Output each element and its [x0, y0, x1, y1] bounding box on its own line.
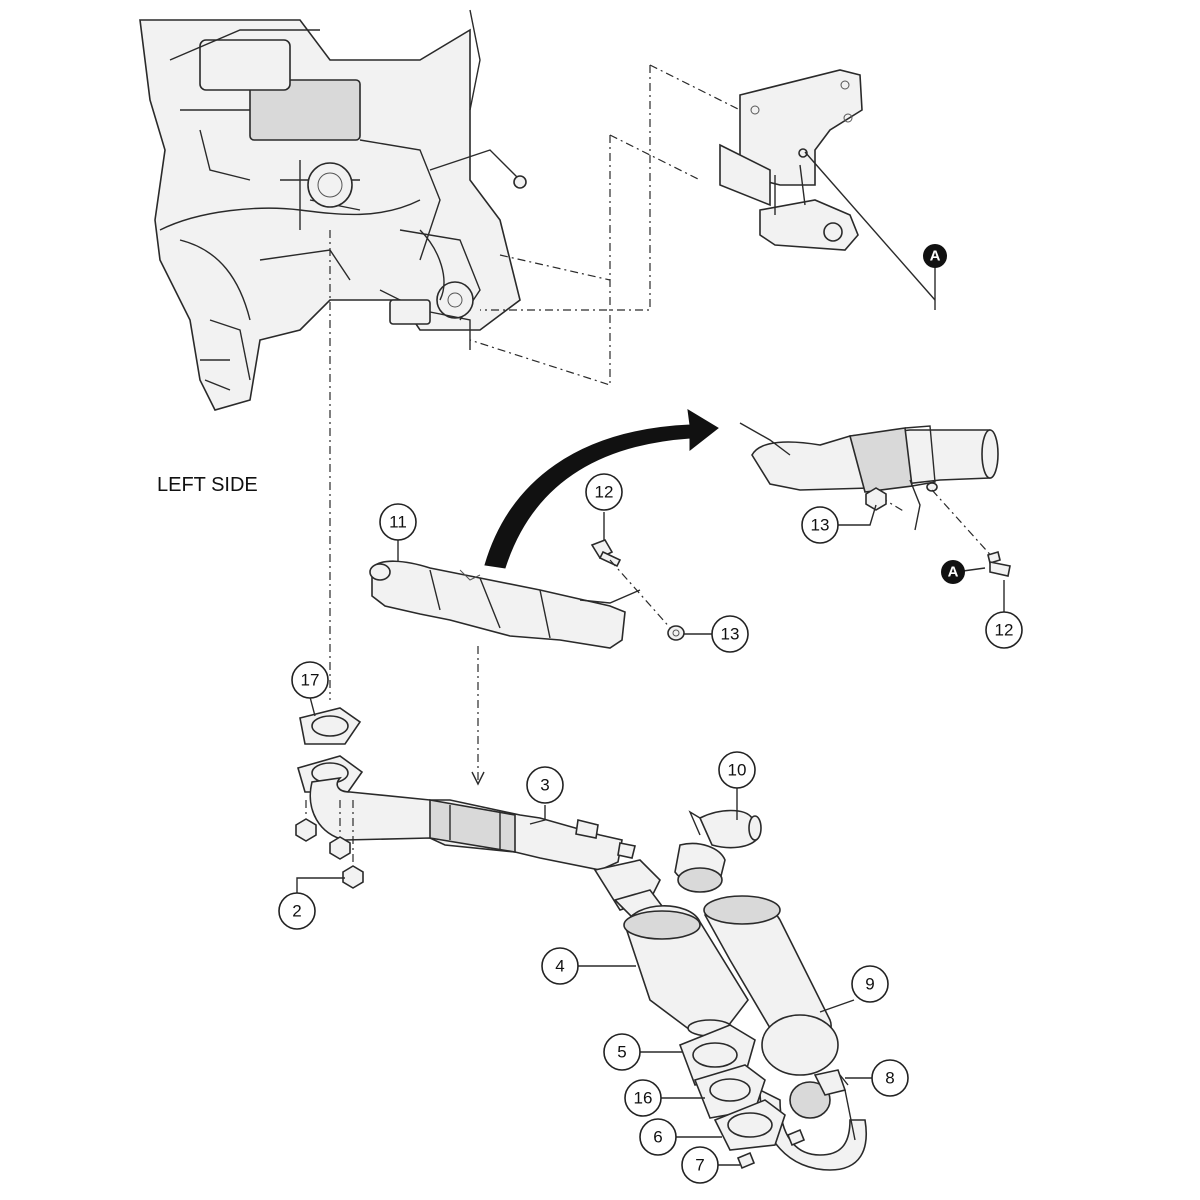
- svg-text:3: 3: [540, 776, 549, 795]
- leader-lines: [296, 504, 1005, 1166]
- shield-detail-view: [739, 422, 999, 531]
- callout-17: 17: [291, 661, 329, 699]
- svg-text:5: 5: [617, 1043, 626, 1062]
- detail-arrow: [484, 409, 719, 569]
- svg-text:A: A: [948, 564, 959, 581]
- reference-marker-a-right: A: [941, 560, 965, 584]
- callout-11: 11: [379, 503, 417, 541]
- svg-text:13: 13: [721, 625, 740, 644]
- svg-text:13: 13: [811, 516, 830, 535]
- svg-text:6: 6: [653, 1128, 662, 1147]
- heat-shield: [369, 560, 641, 649]
- callout-13-right: 13: [801, 506, 839, 544]
- callout-16: 16: [624, 1079, 662, 1117]
- nut-13-mid: [667, 625, 685, 641]
- inlet-elbow: [674, 809, 762, 893]
- alignment-lines-bracket: [469, 64, 936, 386]
- muffler-4: [593, 859, 749, 1037]
- callout-9: 9: [851, 965, 889, 1003]
- svg-text:A: A: [930, 248, 941, 265]
- svg-text:17: 17: [301, 671, 320, 690]
- callout-12-top: 12: [585, 473, 623, 511]
- muffler-9: [703, 895, 867, 1171]
- bolt-12-mid: [590, 539, 622, 568]
- gasket-17: [299, 707, 362, 745]
- callout-12-right: 12: [985, 611, 1023, 649]
- callout-13-mid: 13: [711, 615, 749, 653]
- arrow-head-down: [471, 771, 485, 786]
- nut-13-detail: [865, 487, 887, 511]
- svg-text:8: 8: [885, 1069, 894, 1088]
- svg-text:4: 4: [555, 957, 564, 976]
- callout-2: 2: [278, 892, 316, 930]
- svg-text:9: 9: [865, 975, 874, 994]
- left-side-label: LEFT SIDE: [157, 474, 258, 496]
- svg-text:2: 2: [292, 902, 301, 921]
- callout-10: 10: [718, 751, 756, 789]
- callout-8: 8: [871, 1059, 909, 1097]
- engine-assembly: [139, 9, 527, 411]
- gasket-16: [693, 1064, 766, 1119]
- exhaust-pipe: [309, 776, 636, 871]
- alignment-line-detail-a: [931, 489, 996, 561]
- flange-6: [713, 1099, 786, 1151]
- svg-text:11: 11: [389, 513, 407, 532]
- callout-3: 3: [526, 766, 564, 804]
- svg-text:16: 16: [634, 1089, 653, 1108]
- bolt-12-detail: [987, 550, 1011, 577]
- callout-6: 6: [639, 1118, 677, 1156]
- reference-marker-a-top: A: [923, 244, 947, 268]
- alignment-lines-nuts: [305, 800, 354, 865]
- svg-text:12: 12: [995, 621, 1014, 640]
- bolts-7: [736, 1128, 806, 1170]
- svg-text:10: 10: [728, 761, 747, 780]
- alignment-line-bolt-nut: [609, 559, 673, 631]
- mounting-bracket: [719, 69, 863, 251]
- svg-text:12: 12: [595, 483, 614, 502]
- callout-4: 4: [541, 947, 579, 985]
- callout-7: 7: [681, 1146, 719, 1184]
- nuts-2: [295, 818, 364, 889]
- callout-5: 5: [603, 1033, 641, 1071]
- svg-text:7: 7: [695, 1156, 704, 1175]
